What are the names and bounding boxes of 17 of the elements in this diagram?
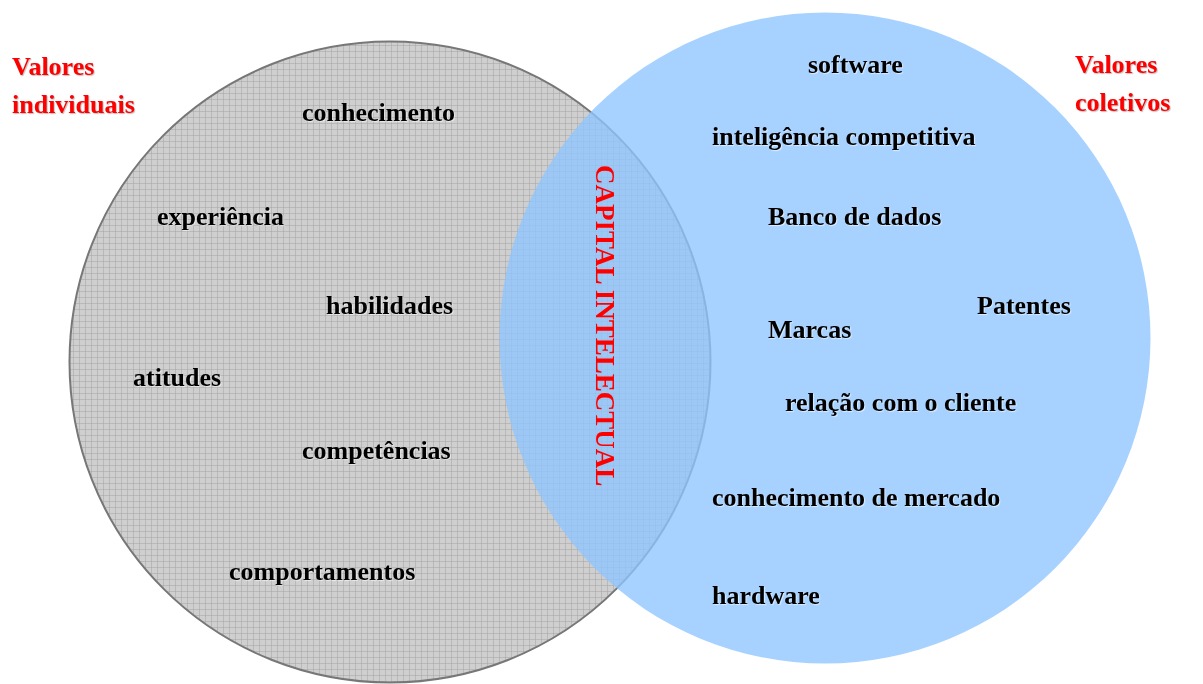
term-label: atitudes (133, 363, 222, 393)
term-label: software (808, 50, 903, 80)
term-label: inteligência competitiva (712, 122, 976, 152)
overlap-label: CAPITAL INTELECTUAL (590, 165, 620, 487)
term-label: habilidades (326, 291, 454, 321)
term-label: experiência (157, 202, 285, 232)
term-label: Patentes (977, 291, 1071, 321)
term-label: Marcas (768, 315, 852, 345)
term-label: comportamentos (229, 557, 416, 587)
term-label: Banco de dados (768, 202, 942, 232)
circle-heading: Valores individuais (12, 51, 135, 121)
term-label: hardware (712, 581, 820, 611)
term-label: relação com o cliente (785, 388, 1017, 418)
term-label: conhecimento (302, 98, 456, 128)
circle-heading: Valores coletivos (1075, 49, 1171, 119)
term-label: conhecimento de mercado (712, 483, 1001, 513)
term-label: competências (302, 436, 451, 466)
